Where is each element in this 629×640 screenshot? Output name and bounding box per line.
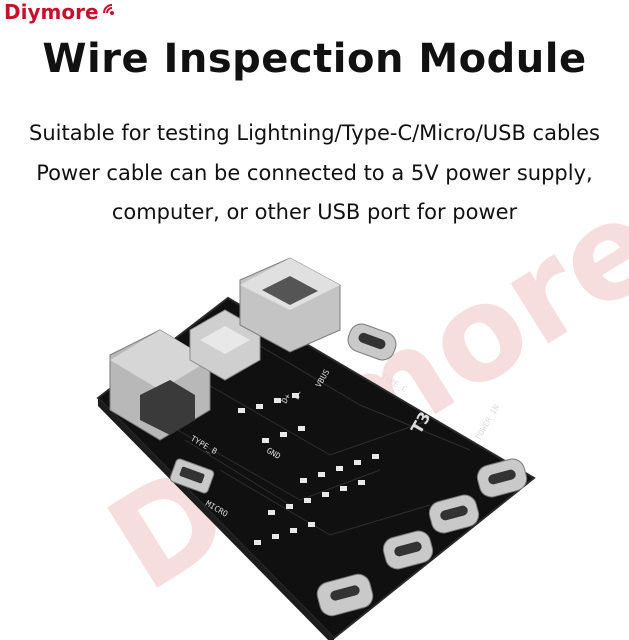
brand-name: Diymore [4,0,99,24]
description-line-3: computer, or other USB port for power [111,200,518,224]
description-line-2: Power cable can be connected to a 5V pow… [36,161,593,185]
micro-usb-port [169,458,215,494]
label-d-minus: D- [292,388,305,401]
type-c-port-1 [476,458,528,498]
type-c-port-3 [382,530,434,570]
usb-b-port [109,329,211,441]
lightning-port [189,309,261,381]
pcb-edge [98,398,334,640]
pcb-traces [159,339,471,536]
label-power-in: POWER_IN [474,403,501,441]
brand-logo: Diymore [4,0,123,24]
type-c-port-2 [428,494,480,534]
page-title: Wire Inspection Module [42,36,587,82]
led-array [238,393,379,545]
signal-arcs-icon [102,4,114,15]
usb-a-port [239,257,341,353]
description-line-1: Suitable for testing Lightning/Type-C/Mi… [29,121,600,145]
label-d-plus: D+ [280,392,293,405]
type-c-port-top [347,323,397,361]
type-c-port-4 [316,573,374,617]
